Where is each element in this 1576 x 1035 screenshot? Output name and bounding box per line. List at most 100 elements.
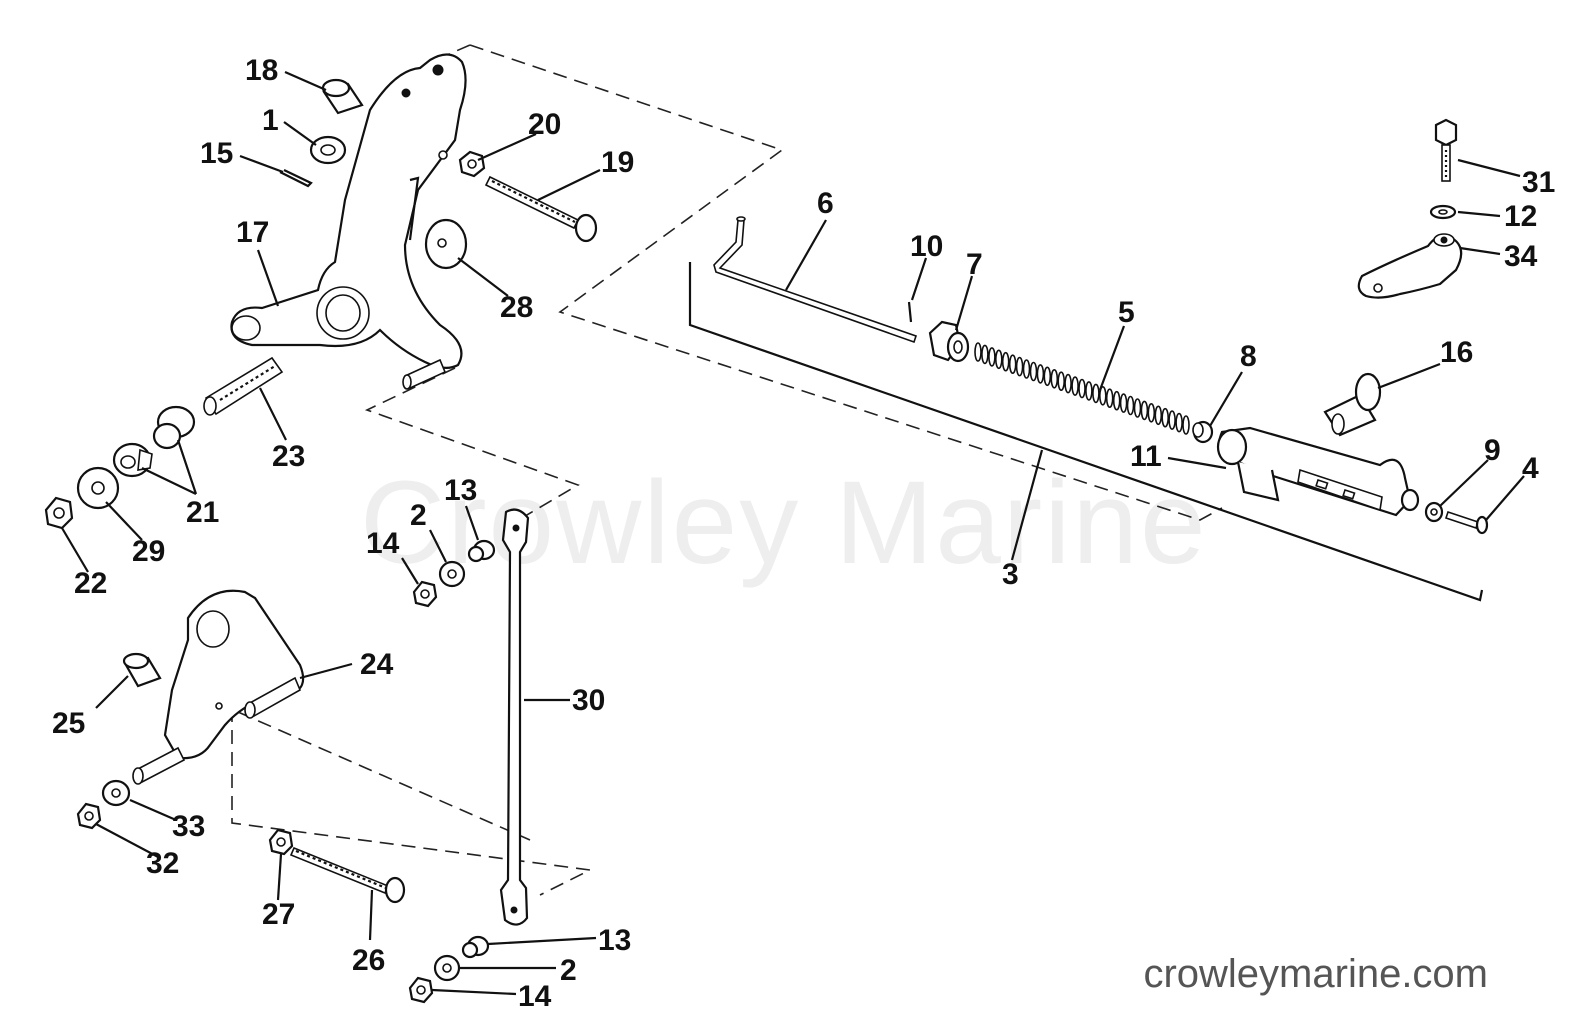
callout-3: 3 (1002, 558, 1019, 591)
callout-21: 21 (186, 496, 219, 529)
cam-part-34 (1357, 233, 1463, 299)
nut-part-14-bottom (408, 976, 434, 1004)
callout-9: 9 (1484, 434, 1501, 467)
spring-coil (1133, 398, 1142, 418)
washer-part-28 (424, 218, 468, 270)
callout-34: 34 (1504, 240, 1538, 273)
actuator-part-16 (1323, 372, 1382, 437)
callout-13-bottom: 13 (598, 924, 631, 957)
assembly-outline-part-3 (688, 262, 1484, 602)
spring-coil (1147, 402, 1156, 423)
website-url: crowleymarine.com (1143, 952, 1488, 996)
link-part-30 (499, 508, 530, 926)
stud-part-23 (203, 356, 284, 416)
spring-coil (1064, 373, 1072, 394)
callout-24: 24 (360, 648, 394, 681)
spring-coil (1008, 354, 1017, 375)
bushing-part-18 (321, 78, 364, 115)
spring-coil (1078, 378, 1086, 399)
callout-17: 17 (236, 216, 269, 249)
callout-12: 12 (1504, 200, 1537, 233)
bolt-part-31 (1434, 118, 1458, 182)
callout-32: 32 (146, 847, 179, 880)
link-rod-part-6 (713, 216, 918, 344)
spring-coil (1050, 368, 1059, 389)
callout-5: 5 (1118, 296, 1135, 329)
callout-2-top: 2 (410, 499, 427, 532)
assembly-dash-lines (231, 44, 1223, 896)
spring-coil (974, 342, 982, 362)
callout-29: 29 (132, 535, 165, 568)
lever-stud (244, 676, 302, 719)
cotter-pin-part-15 (279, 169, 313, 188)
pin-part-10 (907, 301, 913, 323)
callout-26: 26 (352, 944, 385, 977)
spring-coil (1092, 383, 1100, 404)
spring-coil (1071, 376, 1079, 396)
bushing-part-8 (1192, 420, 1214, 444)
spring-coil (1126, 395, 1135, 416)
spring-coil (1057, 371, 1065, 392)
callout-labels: 18 1 15 20 19 17 28 23 21 29 22 6 10 7 5… (52, 54, 1555, 1013)
callout-1: 1 (262, 104, 279, 137)
callout-22: 22 (74, 567, 107, 600)
washer-part-1 (309, 135, 347, 165)
callout-6: 6 (817, 187, 834, 220)
callout-15: 15 (200, 137, 233, 170)
washer-part-12 (1429, 204, 1457, 220)
spring-coil (1099, 385, 1107, 406)
callout-27: 27 (262, 898, 295, 931)
callout-11: 11 (1130, 440, 1162, 473)
callout-16: 16 (1440, 336, 1473, 369)
callout-30: 30 (572, 684, 605, 717)
leader-lines (61, 70, 1525, 996)
lever-lower-stud (132, 746, 186, 785)
spring-coil (1022, 359, 1031, 379)
spring-coil (1029, 361, 1038, 382)
nut-part-22 (44, 496, 74, 530)
spring-coil (1161, 407, 1169, 428)
callout-31: 31 (1522, 166, 1555, 199)
callout-4: 4 (1522, 452, 1539, 485)
bellcrank-part-17 (230, 53, 467, 369)
callout-10: 10 (910, 230, 943, 263)
bushing-part-13-top (467, 539, 496, 563)
spring-part-5 (974, 342, 1190, 435)
callout-18: 18 (245, 54, 278, 87)
callout-19: 19 (601, 146, 634, 179)
nut-part-27 (268, 828, 294, 856)
callout-20: 20 (528, 108, 561, 141)
fitting-part-7 (928, 320, 970, 363)
washer-part-2-top (438, 560, 466, 588)
bushing-part-13-bottom (461, 935, 490, 959)
spring-coil (1105, 388, 1114, 409)
washer-part-2-bottom (433, 954, 461, 982)
spring-coil (1119, 393, 1128, 413)
throttle-body-part-11 (1216, 426, 1420, 517)
spring-coil (1112, 390, 1121, 411)
spring-coil (988, 347, 996, 367)
spring-coil (1168, 410, 1176, 430)
spring-coil (1154, 405, 1163, 426)
bushing-part-25 (122, 652, 162, 688)
lever-part-24 (163, 589, 305, 760)
callout-25: 25 (52, 707, 85, 740)
washer-part-9 (1424, 501, 1444, 523)
spring-coil (1140, 400, 1149, 421)
spring-coil (994, 349, 1003, 370)
spring-coil (1001, 351, 1010, 372)
bellcrank-stud (402, 358, 447, 390)
spring-coil (1036, 364, 1045, 384)
spring-coil (1043, 366, 1052, 387)
nut-part-14-top (412, 580, 438, 608)
callout-8: 8 (1240, 340, 1257, 373)
callout-14-top: 14 (366, 527, 400, 560)
screw-part-19 (484, 175, 598, 243)
callout-28: 28 (500, 291, 533, 324)
screw-part-4 (1444, 510, 1489, 535)
nut-part-20 (458, 150, 486, 178)
callout-23: 23 (272, 440, 305, 473)
spring-coil (1015, 356, 1024, 377)
